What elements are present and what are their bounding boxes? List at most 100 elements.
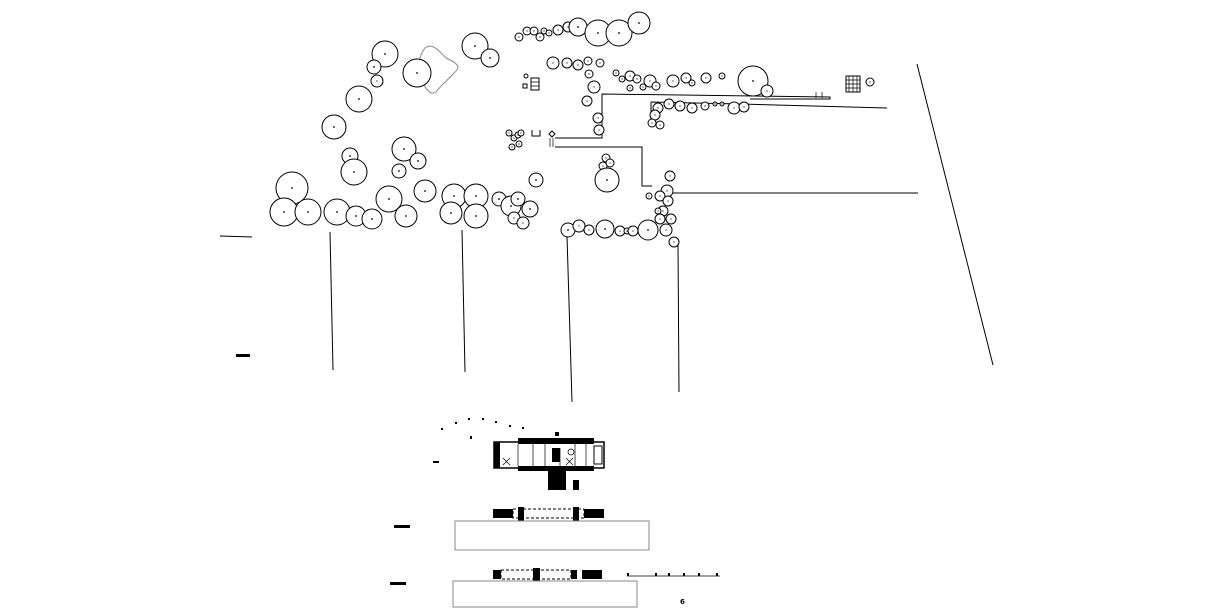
- tree-center-dot: [659, 218, 661, 220]
- tree-center-dot: [539, 36, 541, 38]
- tree-center-dot: [587, 60, 589, 62]
- tree-center-dot: [651, 122, 653, 124]
- tree-center-dot: [659, 195, 661, 197]
- small-shed-lines: [531, 81, 539, 87]
- small-box-1: [522, 83, 528, 89]
- plan-top-tick: [555, 432, 559, 436]
- tree-center-dot: [654, 114, 656, 116]
- tree-center-dot: [548, 32, 550, 34]
- elevation-2-post-2: [571, 570, 577, 579]
- elevation-2-label-mark: [390, 582, 406, 585]
- tree-center-dot: [657, 210, 659, 212]
- tree-center-dot: [508, 132, 510, 134]
- tree-center-dot: [358, 98, 360, 100]
- tree-center-dot: [605, 157, 607, 159]
- tree-center-dot: [349, 155, 351, 157]
- tree-center-dot: [388, 198, 390, 200]
- plan-partitions: [517, 444, 587, 466]
- tree-center-dot: [598, 129, 600, 131]
- tree-center-dot: [586, 100, 588, 102]
- tree-center-dot: [672, 80, 674, 82]
- plan-outline: [493, 441, 605, 469]
- tree-center-dot: [552, 62, 554, 64]
- tree-center-dot: [636, 78, 638, 80]
- tree-center-dot: [665, 229, 667, 231]
- plan-side-mark: [433, 461, 439, 463]
- tree-center-dot: [405, 215, 407, 217]
- tree-center-dot: [704, 105, 706, 107]
- tree-center-dot: [355, 215, 357, 217]
- small-shed: [530, 77, 540, 91]
- elevation-1-post-2: [573, 507, 579, 521]
- tree-center-dot: [475, 215, 477, 217]
- tree-center-dot: [721, 103, 723, 105]
- tree-center-dot: [632, 230, 634, 232]
- elevation-2-ground-box: [452, 580, 638, 608]
- tree-center-dot: [679, 105, 681, 107]
- tree-center-dot: [529, 208, 531, 210]
- tree-center-dot: [669, 175, 671, 177]
- plan-entry-block: [548, 470, 566, 490]
- plan-bottom-wall: [518, 466, 594, 471]
- tree-center-dot: [398, 170, 400, 172]
- tree-center-dot: [602, 165, 604, 167]
- tree-center-dot: [619, 230, 621, 232]
- tree-center-dot: [307, 211, 309, 213]
- site-label-mark: [236, 354, 250, 357]
- tree-center-dot: [373, 66, 375, 68]
- tree-center-dot: [510, 205, 512, 207]
- paths: [549, 92, 918, 194]
- tree-center-dot: [522, 222, 524, 224]
- plan-cross-marks: [502, 457, 574, 466]
- elevation-1-label-mark: [394, 525, 410, 528]
- leader-line-2: [461, 229, 466, 373]
- elevation-1-block-right: [584, 509, 604, 518]
- tree-center-dot: [621, 78, 623, 80]
- tree-center-dot: [597, 117, 599, 119]
- sheet-number: 6: [680, 598, 685, 606]
- tree-center-dot: [513, 217, 515, 219]
- tree-center-dot: [578, 225, 580, 227]
- tree-center-dot: [403, 148, 405, 150]
- tree-center-dot: [593, 86, 595, 88]
- plan-entry-step: [573, 480, 579, 490]
- tree-center-dot: [588, 229, 590, 231]
- tree-center-dot: [667, 200, 669, 202]
- tree-center-dot: [655, 85, 657, 87]
- plan-arc-dots: [441, 418, 524, 439]
- upper-path: [555, 93, 831, 139]
- tree-center-dot: [691, 82, 693, 84]
- tree-center-dot: [618, 32, 620, 34]
- plan-core: [552, 448, 560, 462]
- bench: [531, 130, 541, 137]
- tree-center-dot: [597, 32, 599, 34]
- elevation-1: [394, 507, 650, 551]
- leader-line-1: [329, 231, 334, 371]
- tree-center-dot: [604, 228, 606, 230]
- tree-center-dot: [705, 77, 707, 79]
- plan-left-wall: [494, 442, 500, 468]
- diagonal-boundary-line: [916, 63, 994, 366]
- tree-center-dot: [384, 53, 386, 55]
- tree-center-dot: [453, 195, 455, 197]
- tree-center-dot: [657, 107, 659, 109]
- tree-center-dot: [511, 146, 513, 148]
- tree-center-dot: [371, 218, 373, 220]
- tree-center-dot: [670, 218, 672, 220]
- plan-top-wall: [518, 438, 594, 444]
- tree-center-dot: [599, 62, 601, 64]
- tree-center-dot: [743, 106, 745, 108]
- tree-center-dot: [714, 103, 716, 105]
- tree-center-dot: [291, 187, 293, 189]
- tree-center-dot: [638, 22, 640, 24]
- small-ring: [523, 73, 529, 79]
- tree-center-dot: [642, 86, 644, 88]
- tree-center-dot: [869, 81, 871, 83]
- tree-center-dot: [721, 75, 723, 77]
- tree-center-dot: [518, 36, 520, 38]
- middle-path: [555, 146, 652, 187]
- tree-center-dot: [649, 80, 651, 82]
- tree-center-dot: [666, 190, 668, 192]
- tree-center-dot: [567, 26, 569, 28]
- tree-center-dot: [518, 143, 520, 145]
